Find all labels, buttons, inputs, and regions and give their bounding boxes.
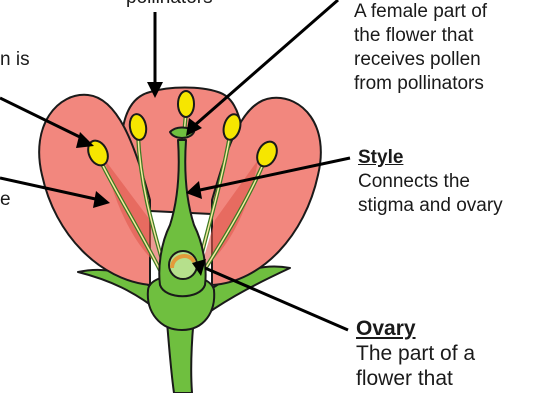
stigma-desc-line: receives pollen xyxy=(354,48,487,72)
style-title: Style xyxy=(358,146,503,170)
ovary-desc-line: The part of a xyxy=(356,341,475,366)
ovary-title: Ovary xyxy=(356,316,475,341)
ovary-label: Ovary The part of a flower that xyxy=(356,316,475,391)
style-desc-line: stigma and ovary xyxy=(358,194,503,218)
left-label-fragment-2: e xyxy=(0,188,11,212)
style-label: Style Connects the stigma and ovary xyxy=(358,146,503,218)
left-label-fragment-1: n is xyxy=(0,48,30,72)
style-desc-line: Connects the xyxy=(358,170,503,194)
stigma-desc-line: the flower that xyxy=(354,24,487,48)
stigma-desc-line: from pollinators xyxy=(354,72,487,96)
flower-illustration xyxy=(39,88,321,393)
stigma-description: A female part of the flower that receive… xyxy=(354,0,487,96)
ovary-desc-line: flower that xyxy=(356,366,475,391)
top-label-fragment: pollinators xyxy=(126,0,213,10)
stigma-desc-line: A female part of xyxy=(354,0,487,24)
